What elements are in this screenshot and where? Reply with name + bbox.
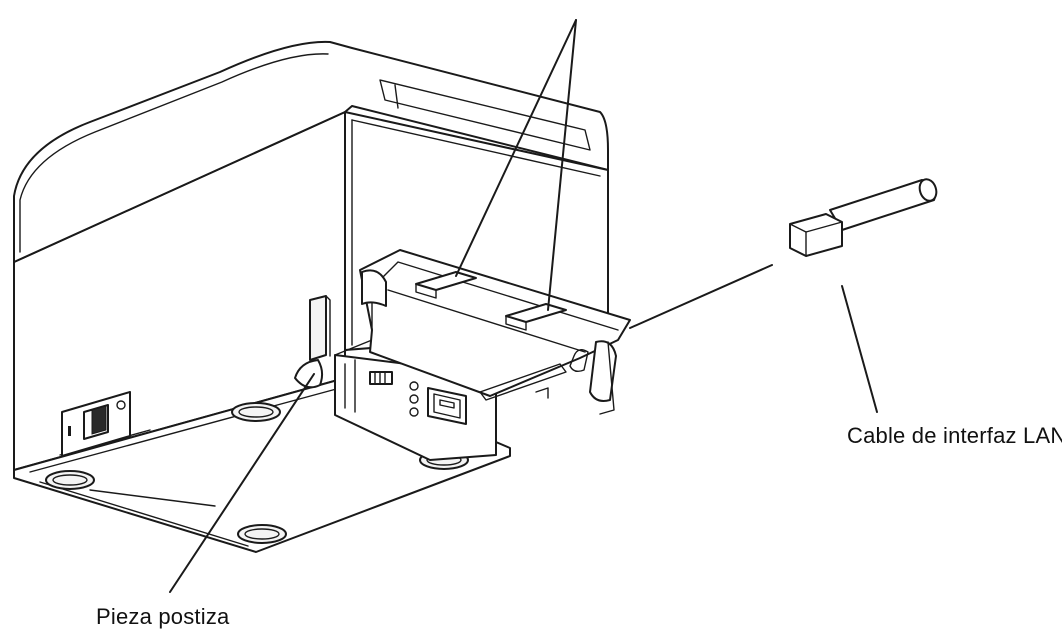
leader-lines <box>169 19 878 593</box>
leader-line-grip <box>547 19 577 311</box>
rubber-foot <box>231 402 281 422</box>
leader-line-lan-port <box>629 264 773 329</box>
grip-tab <box>415 271 477 291</box>
leader-line-grip <box>455 19 577 277</box>
rear-cover <box>359 249 631 415</box>
leader-line-dummy-piece <box>169 373 315 593</box>
lan-cable <box>789 178 938 257</box>
lan-port <box>427 387 467 425</box>
grip-tab <box>505 303 567 323</box>
power-switch <box>61 391 131 457</box>
rubber-foot <box>45 470 95 490</box>
lan-cable-label: Cable de interfaz LAN <box>847 423 1062 448</box>
leader-line-lan-cable <box>841 285 878 413</box>
printer-top-cover <box>13 40 609 263</box>
rubber-foot <box>237 524 287 544</box>
dummy-piece-label: Pieza postiza <box>96 604 230 629</box>
